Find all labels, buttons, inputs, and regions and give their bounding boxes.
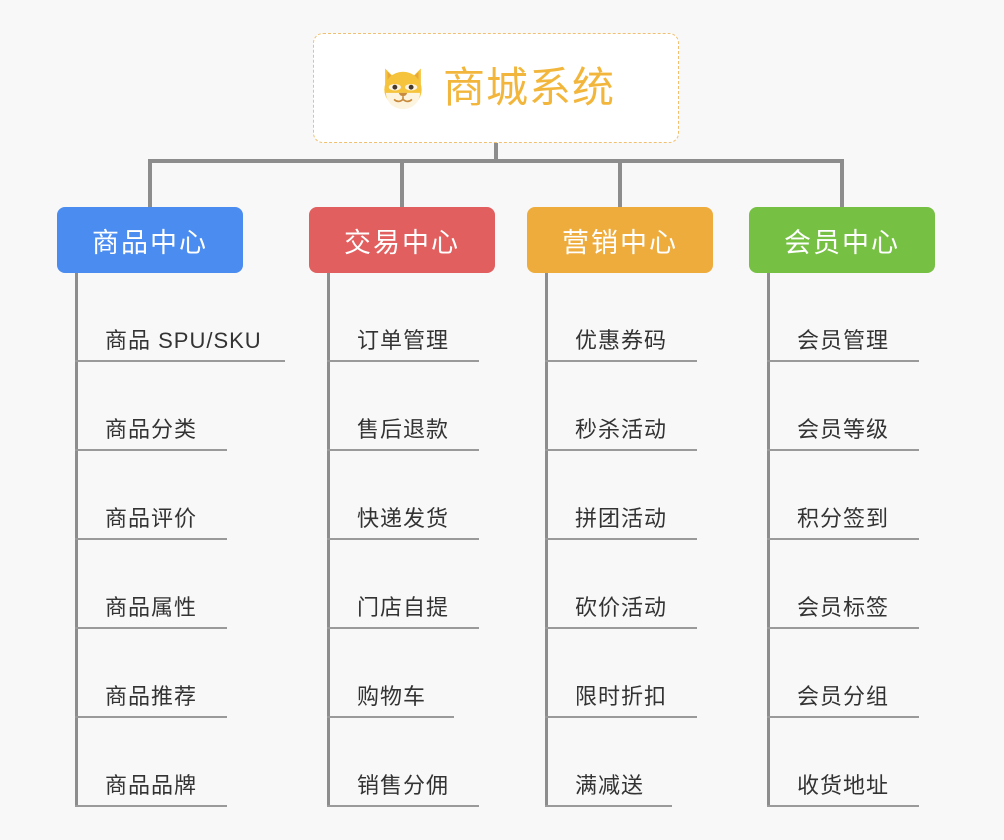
- leaf-underline: [767, 716, 919, 718]
- leaf-underline: [75, 627, 227, 629]
- leaf-label: 订单管理: [357, 328, 450, 353]
- leaf-label: 秒杀活动: [575, 417, 668, 442]
- branch-rail: [767, 273, 770, 807]
- leaf-list: 会员管理 会员等级 积分签到 会员标签 会员分组 收货地址: [767, 273, 1004, 807]
- shiba-dog-icon: [377, 62, 429, 114]
- leaf-underline: [75, 538, 227, 540]
- leaf-label: 商品推荐: [105, 684, 198, 709]
- leaf-underline: [545, 627, 697, 629]
- leaf-item[interactable]: 秒杀活动: [545, 362, 795, 451]
- leaf-label: 会员分组: [797, 684, 890, 709]
- category-label: 会员中心: [784, 227, 900, 258]
- leaf-underline: [545, 449, 697, 451]
- leaf-item[interactable]: 售后退款: [327, 362, 577, 451]
- leaf-label: 门店自提: [357, 595, 450, 620]
- leaf-underline: [327, 449, 479, 451]
- leaf-item[interactable]: 门店自提: [327, 540, 577, 629]
- leaf-underline: [767, 805, 919, 807]
- leaf-underline: [767, 627, 919, 629]
- leaf-item[interactable]: 商品评价: [75, 451, 325, 540]
- leaf-underline: [327, 360, 479, 362]
- category-header[interactable]: 商品中心: [57, 207, 243, 273]
- leaf-underline: [767, 449, 919, 451]
- leaf-underline: [327, 538, 479, 540]
- leaf-label: 商品属性: [105, 595, 198, 620]
- category-label: 商品中心: [92, 227, 208, 258]
- leaf-label: 会员标签: [797, 595, 890, 620]
- leaf-underline: [75, 449, 227, 451]
- leaf-underline: [545, 360, 697, 362]
- leaf-underline: [327, 805, 479, 807]
- leaf-item[interactable]: 商品属性: [75, 540, 325, 629]
- connector-root-stem: [494, 143, 498, 163]
- leaf-label: 拼团活动: [575, 506, 668, 531]
- leaf-label: 满减送: [575, 773, 645, 798]
- leaf-underline: [75, 360, 285, 362]
- connector-drop-1: [148, 159, 152, 207]
- leaf-label: 砍价活动: [575, 595, 668, 620]
- category-label: 交易中心: [344, 227, 460, 258]
- leaf-label: 商品 SPU/SKU: [105, 328, 262, 353]
- leaf-list: 优惠券码 秒杀活动 拼团活动 砍价活动 限时折扣 满减送: [545, 273, 795, 807]
- leaf-label: 会员等级: [797, 417, 890, 442]
- category-label: 营销中心: [562, 227, 678, 258]
- root-title: 商城系统: [442, 64, 615, 111]
- leaf-item[interactable]: 收货地址: [767, 718, 1004, 807]
- branch-rail: [75, 273, 78, 807]
- leaf-underline: [545, 538, 697, 540]
- leaf-label: 限时折扣: [575, 684, 668, 709]
- leaf-item[interactable]: 快递发货: [327, 451, 577, 540]
- leaf-underline: [75, 805, 227, 807]
- branch-rail: [327, 273, 330, 807]
- leaf-label: 商品品牌: [105, 773, 198, 798]
- leaf-label: 商品分类: [105, 417, 198, 442]
- leaf-label: 收货地址: [797, 773, 890, 798]
- leaf-item[interactable]: 商品品牌: [75, 718, 325, 807]
- leaf-label: 购物车: [357, 684, 427, 709]
- leaf-item[interactable]: 订单管理: [327, 273, 577, 362]
- leaf-item[interactable]: 商品 SPU/SKU: [75, 273, 325, 362]
- leaf-list: 商品 SPU/SKU 商品分类 商品评价 商品属性 商品推荐 商品品牌: [75, 273, 325, 807]
- category-header[interactable]: 会员中心: [749, 207, 935, 273]
- leaf-item[interactable]: 积分签到: [767, 451, 1004, 540]
- leaf-item[interactable]: 限时折扣: [545, 629, 795, 718]
- leaf-underline: [327, 627, 479, 629]
- root-node[interactable]: 商城系统: [313, 33, 679, 143]
- leaf-item[interactable]: 会员标签: [767, 540, 1004, 629]
- leaf-label: 优惠券码: [575, 328, 668, 353]
- leaf-item[interactable]: 满减送: [545, 718, 795, 807]
- leaf-underline: [545, 716, 697, 718]
- leaf-item[interactable]: 砍价活动: [545, 540, 795, 629]
- leaf-underline: [767, 538, 919, 540]
- leaf-item[interactable]: 商品分类: [75, 362, 325, 451]
- connector-drop-2: [400, 159, 404, 207]
- category-header[interactable]: 营销中心: [527, 207, 713, 273]
- category-header[interactable]: 交易中心: [309, 207, 495, 273]
- connector-drop-3: [618, 159, 622, 207]
- leaf-underline: [545, 805, 672, 807]
- leaf-underline: [75, 716, 227, 718]
- leaf-label: 销售分佣: [357, 773, 450, 798]
- leaf-label: 商品评价: [105, 506, 198, 531]
- leaf-item[interactable]: 购物车: [327, 629, 577, 718]
- leaf-underline: [767, 360, 919, 362]
- leaf-item[interactable]: 商品推荐: [75, 629, 325, 718]
- leaf-list: 订单管理 售后退款 快递发货 门店自提 购物车 销售分佣: [327, 273, 577, 807]
- leaf-item[interactable]: 会员分组: [767, 629, 1004, 718]
- leaf-label: 会员管理: [797, 328, 890, 353]
- leaf-label: 快递发货: [357, 506, 450, 531]
- leaf-underline: [327, 716, 454, 718]
- connector-drop-4: [840, 159, 844, 207]
- leaf-item[interactable]: 拼团活动: [545, 451, 795, 540]
- connector-bus: [148, 159, 844, 163]
- branch-rail: [545, 273, 548, 807]
- leaf-label: 积分签到: [797, 506, 890, 531]
- leaf-item[interactable]: 销售分佣: [327, 718, 577, 807]
- leaf-item[interactable]: 会员管理: [767, 273, 1004, 362]
- leaf-item[interactable]: 优惠券码: [545, 273, 795, 362]
- leaf-label: 售后退款: [357, 417, 450, 442]
- leaf-item[interactable]: 会员等级: [767, 362, 1004, 451]
